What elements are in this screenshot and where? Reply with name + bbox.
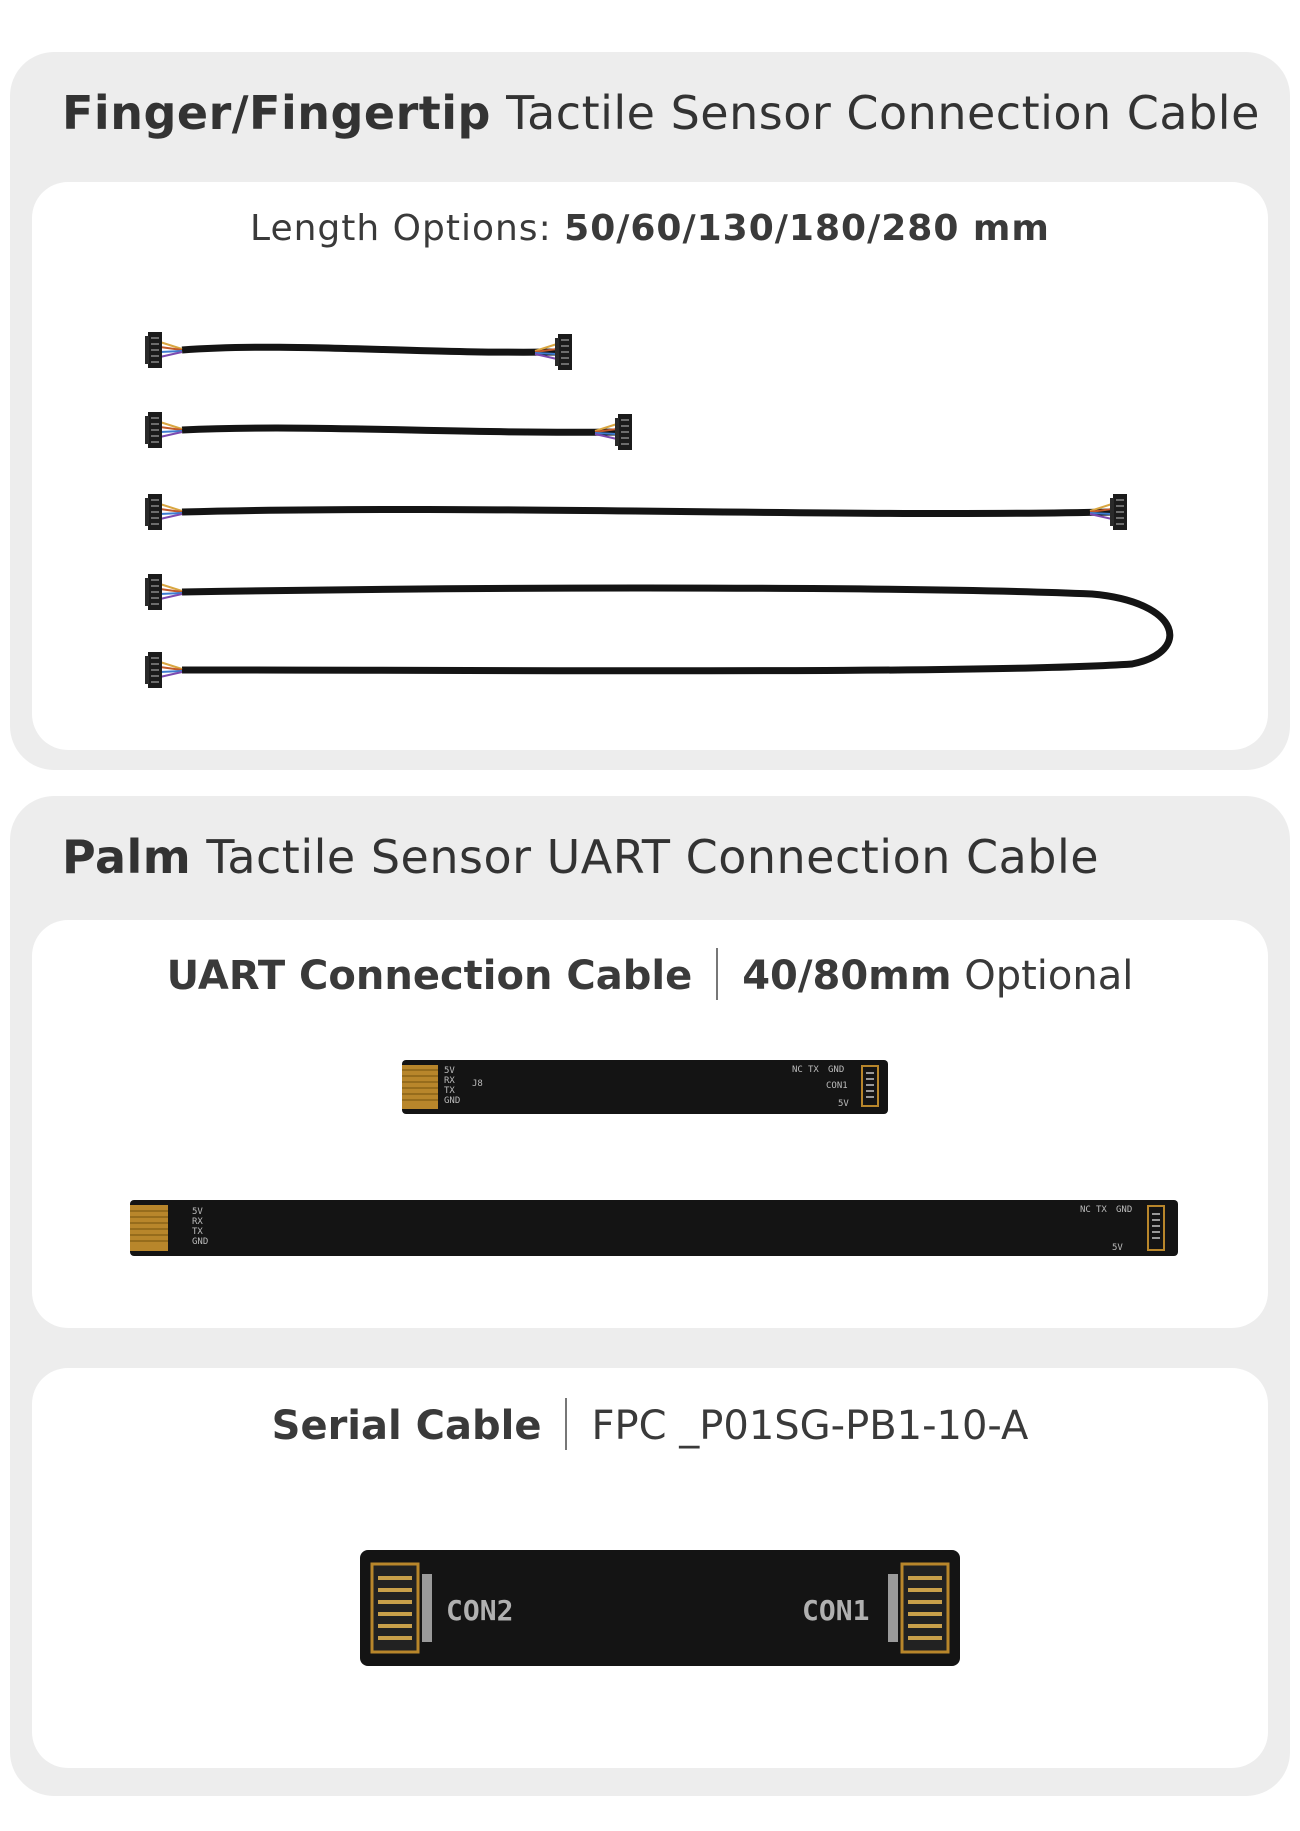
palm-section-title: Palm Tactile Sensor UART Connection Cabl… xyxy=(62,830,1099,884)
right-gnd: GND xyxy=(828,1065,844,1075)
length-options-prefix: Length Options: xyxy=(250,208,565,249)
con1-label: CON1 xyxy=(802,1594,869,1627)
pin-label-5v-long: 5V xyxy=(192,1207,203,1217)
pin-label-tx-long: TX xyxy=(192,1227,203,1237)
pin-label-gnd-long: GND xyxy=(192,1237,208,1247)
right-pin-nc-long: NC xyxy=(1080,1205,1091,1215)
uart-length-values: 40/80mm xyxy=(742,953,952,999)
wire-cables-illustration xyxy=(144,331,1174,689)
uart-fpc-40mm: 5V RX TX GND J8 NC TX GND CON1 5V xyxy=(402,1060,888,1114)
right-pin-nc: NC xyxy=(792,1065,803,1075)
heading-divider xyxy=(716,948,719,1000)
uart-length-suffix: Optional xyxy=(951,953,1134,999)
right-gnd-long: GND xyxy=(1116,1205,1132,1215)
length-options-values: 50/60/130/180/280 mm xyxy=(564,208,1050,249)
pin-label-5v: 5V xyxy=(444,1066,455,1076)
pin-label-tx: TX xyxy=(444,1086,455,1096)
serial-fpc-board: CON2 CON1 xyxy=(360,1550,960,1666)
con2-label: CON2 xyxy=(446,1594,513,1627)
right-pin-tx-long: TX xyxy=(1096,1205,1107,1215)
length-options-card: Length Options: 50/60/130/180/280 mm xyxy=(32,182,1268,750)
palm-cable-section: Palm Tactile Sensor UART Connection Cabl… xyxy=(10,796,1290,1796)
palm-title-rest: Tactile Sensor UART Connection Cable xyxy=(191,830,1100,884)
cable-50mm xyxy=(144,331,573,371)
finger-section-title: Finger/Fingertip Tactile Sensor Connecti… xyxy=(62,86,1260,140)
finger-title-bold: Finger/Fingertip xyxy=(62,86,491,140)
cable-60mm xyxy=(144,411,633,451)
serial-cable-name: Serial Cable xyxy=(271,1403,542,1449)
finger-title-rest: Tactile Sensor Connection Cable xyxy=(491,86,1260,140)
finger-cable-section: Finger/Fingertip Tactile Sensor Connecti… xyxy=(10,52,1290,770)
heading-divider xyxy=(565,1398,568,1450)
uart-cable-name: UART Connection Cable xyxy=(166,953,693,999)
right-5v: 5V xyxy=(838,1099,849,1109)
con1-label: CON1 xyxy=(826,1081,848,1091)
pin-label-rx-long: RX xyxy=(192,1217,203,1227)
serial-cable-card: Serial Cable FPC _P01SG-PB1-10-A CON2 xyxy=(32,1368,1268,1768)
right-pin-tx: TX xyxy=(808,1065,819,1075)
palm-title-bold: Palm xyxy=(62,830,192,884)
serial-fpc-illustration: CON2 CON1 xyxy=(360,1550,960,1666)
uart-cable-card: UART Connection Cable 40/80mm Optional 5V… xyxy=(32,920,1268,1328)
right-5v-long: 5V xyxy=(1112,1243,1123,1253)
uart-fpc-80mm: 5V RX TX GND NC TX GND 5V xyxy=(130,1200,1178,1256)
fpc-uart-cables-illustration: 5V RX TX GND J8 NC TX GND CON1 5V xyxy=(130,1060,1178,1256)
length-options-label: Length Options: 50/60/130/180/280 mm xyxy=(32,208,1268,249)
pin-label-gnd: GND xyxy=(444,1096,460,1106)
pin-label-rx: RX xyxy=(444,1076,455,1086)
j8-label: J8 xyxy=(472,1079,483,1089)
serial-part-number: FPC _P01SG-PB1-10-A xyxy=(591,1403,1029,1449)
cable-looped xyxy=(144,573,1174,689)
uart-card-heading: UART Connection Cable 40/80mm Optional xyxy=(32,948,1268,1004)
cable-130mm xyxy=(144,493,1128,531)
serial-card-heading: Serial Cable FPC _P01SG-PB1-10-A xyxy=(32,1398,1268,1454)
